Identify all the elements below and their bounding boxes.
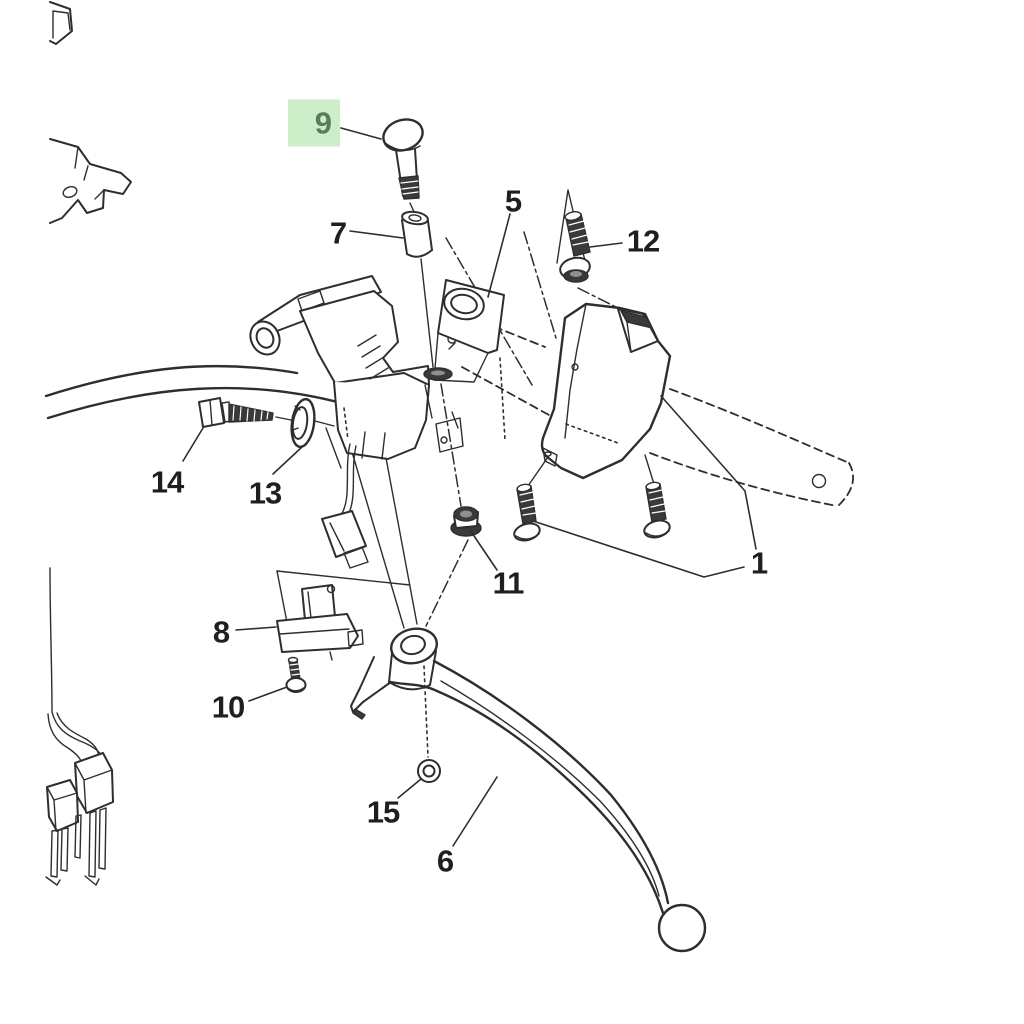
pivot-nut	[450, 506, 482, 537]
part-label-15: 15	[366, 794, 400, 830]
leader-lines	[182, 127, 757, 847]
clutch-lever	[350, 656, 707, 953]
pivot-hole	[423, 367, 453, 381]
lever-clamp-lower	[325, 381, 464, 469]
wire-harness	[47, 567, 105, 772]
switch-screw	[285, 656, 307, 693]
centerlines	[276, 231, 557, 758]
part-label-14: 14	[150, 464, 184, 500]
part-label-12: 12	[626, 223, 660, 259]
clamp-bolt	[198, 397, 335, 428]
housing-screw-left	[513, 456, 549, 542]
wire-connectors	[45, 752, 114, 886]
switch-housing	[540, 302, 672, 480]
part-label-6: 6	[436, 843, 454, 879]
part-label-8: 8	[212, 614, 230, 650]
bushing-ring	[417, 759, 441, 783]
holder-bracket	[433, 279, 506, 441]
handlebar-hidden-lines	[461, 316, 854, 507]
part-label-7: 7	[329, 215, 347, 251]
connector-fragment-top	[49, 1, 73, 45]
part-label-10: 10	[211, 689, 245, 725]
bracket-fragment-left	[49, 138, 132, 224]
lever-holder	[249, 275, 457, 386]
part-label-1: 1	[750, 545, 768, 581]
lever-pivot-boss	[388, 627, 438, 691]
collar	[401, 210, 434, 368]
housing-screw-right	[643, 454, 671, 539]
part-label-9-highlighted: 9	[288, 99, 340, 147]
pivot-bolt	[382, 118, 424, 215]
bracket-bolt	[556, 189, 623, 311]
part-label-11: 11	[492, 565, 525, 601]
part-label-13: 13	[248, 475, 282, 511]
switch-wire	[321, 443, 369, 569]
washer	[290, 397, 316, 449]
part-label-5: 5	[504, 183, 522, 219]
clutch-switch	[276, 584, 364, 661]
handlebar	[44, 364, 347, 420]
